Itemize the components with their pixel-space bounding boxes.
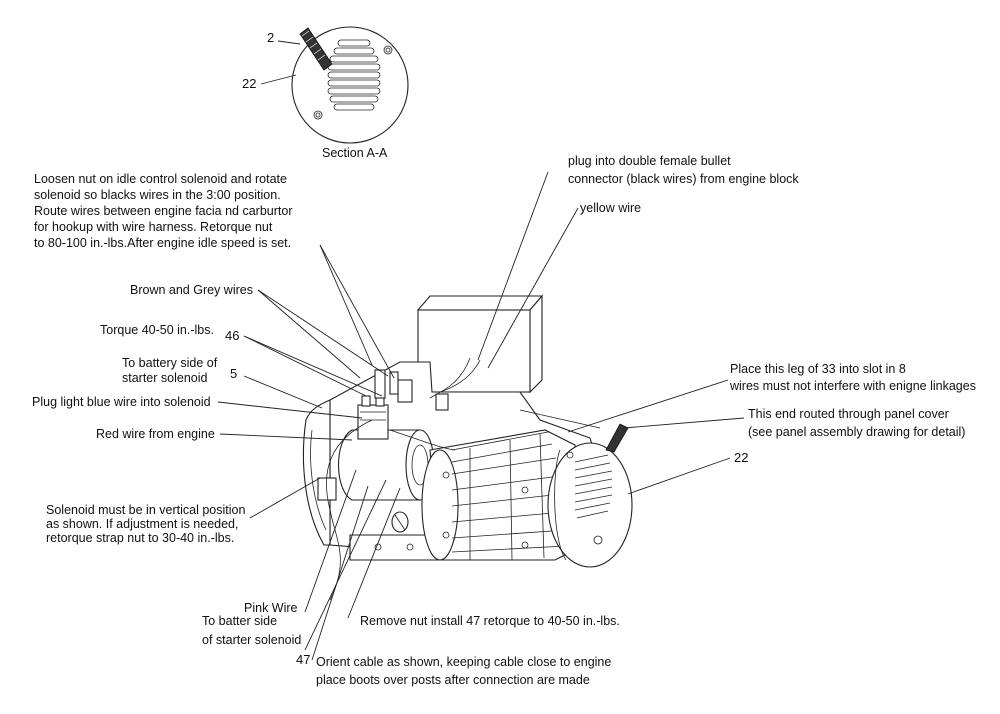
note-pink-wire: Pink Wire (244, 601, 298, 615)
annotation-text: Loosen nut on idle control solenoid and … (32, 154, 976, 687)
callout-46: 46 (225, 328, 239, 343)
screw-post (383, 45, 393, 55)
louver-slots (327, 39, 381, 111)
end-cap-louvers (574, 454, 613, 519)
note-red-wire: Red wire from engine (96, 427, 215, 441)
callout-2: 2 (267, 30, 274, 45)
note-orient-cable: Orient cable as shown, keeping cable clo… (316, 655, 615, 687)
end-cap-disc (547, 442, 633, 568)
callout-22-endcap: 22 (734, 450, 748, 465)
note-idle-solenoid: Loosen nut on idle control solenoid and … (34, 172, 296, 250)
note-torque: Torque 40-50 in.-lbs. (100, 323, 214, 337)
leader-lines (217, 171, 745, 661)
callout-5: 5 (230, 366, 237, 381)
note-brown-grey-wires: Brown and Grey wires (130, 283, 253, 297)
cooling-fins (451, 431, 567, 561)
note-batter-side: To batter side of starter solenoid (202, 614, 301, 647)
air-cleaner-box (416, 294, 544, 394)
alternator-housing (421, 429, 586, 561)
note-panel-cover: This end routed through panel cover (see… (748, 407, 965, 439)
screw-post (313, 110, 323, 120)
engine-assembly (302, 294, 633, 601)
section-title: Section A-A (322, 146, 388, 160)
note-remove-nut: Remove nut install 47 retorque to 40-50 … (360, 614, 620, 628)
note-place-leg: Place this leg of 33 into slot in 8 wire… (729, 362, 976, 393)
hatched-rod (299, 27, 333, 71)
section-a-a-detail: 2 22 Section A-A (242, 26, 409, 160)
note-yellow-wire: yellow wire (580, 201, 641, 215)
callout-47: 47 (296, 652, 310, 667)
note-battery-side: To battery side of starter solenoid (122, 356, 221, 385)
note-light-blue-wire: Plug light blue wire into solenoid (32, 395, 211, 409)
callout-22-section: 22 (242, 76, 256, 91)
note-bullet-connector: plug into double female bullet connector… (568, 154, 799, 186)
note-solenoid-vertical: Solenoid must be in vertical position as… (46, 503, 249, 545)
starter-solenoid (357, 369, 399, 440)
